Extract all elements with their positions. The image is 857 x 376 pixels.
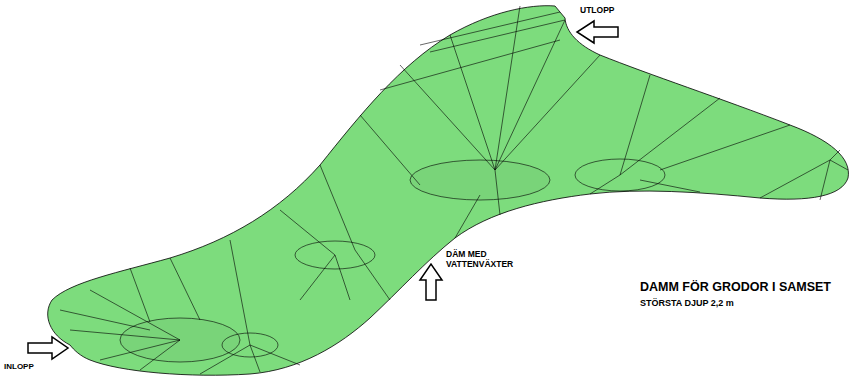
pond-outline bbox=[48, 6, 849, 376]
outlet-label: UTLOPP bbox=[580, 6, 614, 16]
flow-arrows bbox=[28, 21, 618, 359]
depth-note: STÖRSTA DJUP 2,2 m bbox=[640, 298, 734, 308]
dam-label: DÄM MED VATTENVÄXTER bbox=[446, 250, 526, 270]
inlet-label: INLOPP bbox=[4, 362, 34, 371]
title: DAMM FÖR GRODOR I SAMSET bbox=[640, 280, 831, 294]
outlet-arrow bbox=[577, 21, 618, 43]
dam-arrow bbox=[420, 264, 442, 300]
triangulation bbox=[60, 6, 848, 374]
inlet-arrow bbox=[28, 337, 68, 359]
